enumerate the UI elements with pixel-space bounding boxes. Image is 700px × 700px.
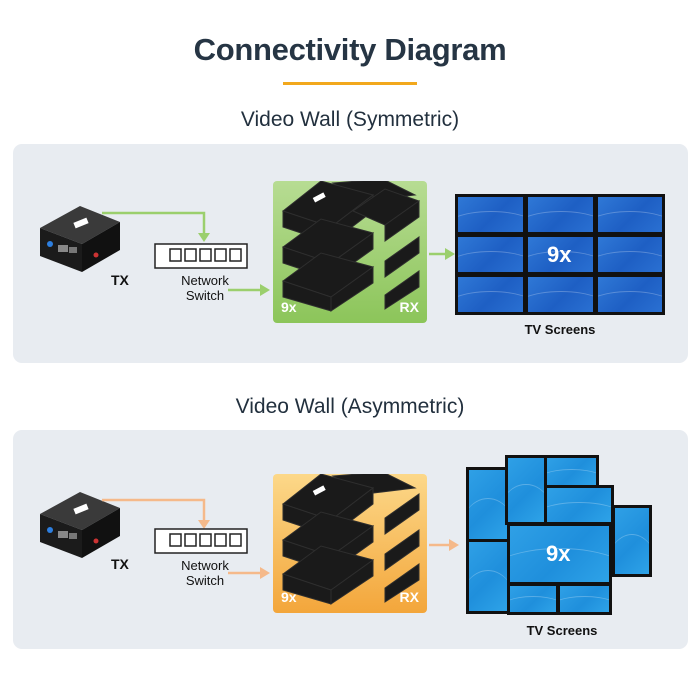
- tv-screen: [455, 274, 526, 315]
- network-switch-icon: [154, 528, 248, 554]
- tv-screen: [544, 485, 614, 525]
- arrow-icon: [102, 498, 210, 529]
- tv-screen: [595, 274, 665, 315]
- tx-device-icon: [40, 206, 120, 272]
- arrow-icon: [429, 539, 459, 551]
- switch-label: Network Switch: [170, 273, 240, 303]
- tv-screens-label: TV Screens: [524, 322, 596, 337]
- network-switch-icon: [154, 243, 248, 269]
- wall-count: 9x: [547, 242, 572, 267]
- arrow-icon: [102, 211, 210, 242]
- video-wall-symmetric: 9x: [455, 194, 665, 315]
- rx-label: RX: [399, 299, 419, 315]
- rx-label: RX: [399, 589, 419, 605]
- title-underline: [283, 82, 417, 85]
- tv-screen: [525, 274, 596, 315]
- section-heading-symmetric: Video Wall (Symmetric): [240, 108, 460, 131]
- tv-screen: [557, 583, 612, 615]
- switch-label: Network Switch: [170, 558, 240, 588]
- arrow-icon: [429, 248, 455, 260]
- section-heading-asymmetric: Video Wall (Asymmetric): [235, 395, 465, 418]
- tv-screen: [466, 467, 510, 542]
- tv-screen: [544, 455, 599, 488]
- rx-group-asymmetric: 9x RX: [273, 474, 427, 613]
- video-wall-asymmetric: 9x: [462, 455, 662, 615]
- switch-label-line2: Switch: [185, 573, 225, 588]
- tv-screen: [455, 234, 526, 275]
- tv-screen: [525, 194, 596, 235]
- tv-screens-label: TV Screens: [526, 623, 598, 638]
- rx-device-icon: [281, 181, 421, 312]
- tv-screen: [455, 194, 526, 235]
- switch-label-line1: Network: [181, 558, 229, 573]
- tv-screen: [507, 523, 612, 585]
- page-title: Connectivity Diagram: [193, 32, 507, 67]
- wall-count: 9x: [546, 541, 571, 566]
- rx-count: 9x: [281, 589, 297, 605]
- tv-screen: [595, 194, 665, 235]
- rx-count: 9x: [281, 299, 297, 315]
- arrow-icon: [228, 567, 270, 579]
- tv-screen: [507, 583, 559, 615]
- rx-group-symmetric: 9x RX: [273, 181, 427, 323]
- switch-label-line2: Switch: [185, 288, 225, 303]
- tx-label: TX: [111, 556, 129, 572]
- rx-device-icon: [281, 474, 420, 605]
- tv-screen: [505, 455, 547, 525]
- switch-label-line1: Network: [181, 273, 229, 288]
- tx-label: TX: [111, 272, 129, 288]
- tv-screen: [466, 539, 510, 614]
- arrow-icon: [228, 284, 270, 296]
- tv-screen: [612, 505, 652, 577]
- tx-device-icon: [40, 492, 120, 558]
- tv-screen: [595, 234, 665, 275]
